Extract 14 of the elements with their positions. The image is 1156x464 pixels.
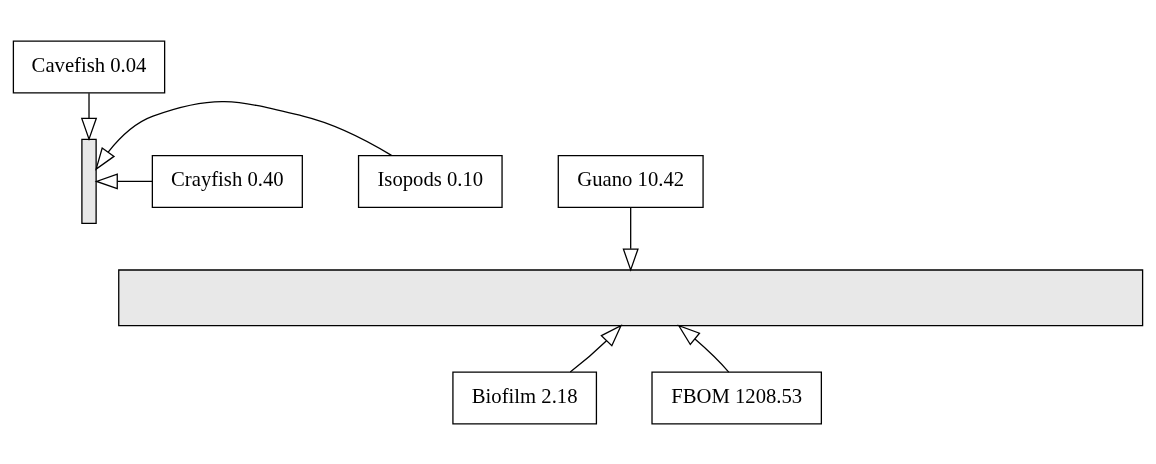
node-box: Isopods 0.10 — [357, 154, 503, 208]
node-bar — [118, 268, 1144, 326]
node-box: FBOM 1208.53 — [651, 370, 822, 424]
arrow — [677, 324, 730, 373]
arrow — [622, 206, 639, 272]
arrow — [94, 172, 153, 190]
arrow — [569, 323, 623, 373]
arrow — [95, 100, 393, 171]
node-box: Cavefish 0.04 — [12, 40, 166, 94]
node-box: Biofilm 2.18 — [452, 370, 598, 424]
node-box: Guano 10.42 — [557, 154, 704, 208]
arrow — [80, 92, 98, 141]
node-box: Crayfish 0.40 — [151, 154, 303, 208]
node-bar — [81, 138, 97, 224]
